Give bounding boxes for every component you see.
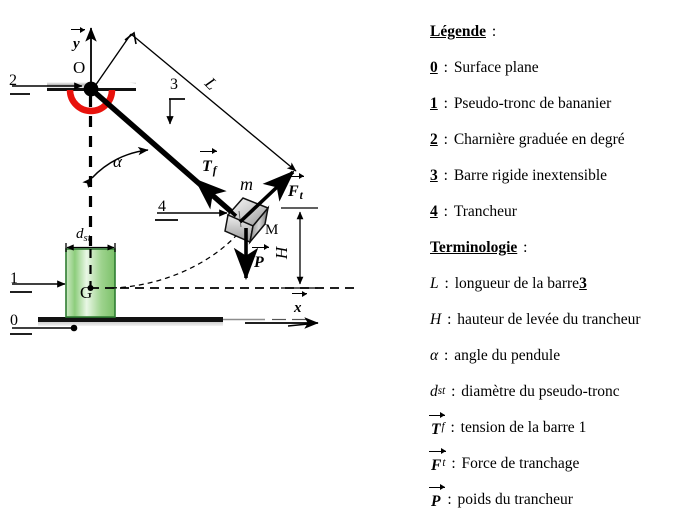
legend-item-3: 3 : Barre rigide inextensible	[430, 167, 608, 185]
callout-label-0: 0	[10, 312, 18, 329]
mechanism-diagram: y O x 2 3 4 1 0 L α dst G m M Tf Ft P H	[9, 26, 360, 335]
terminology-title: Terminologie :	[430, 239, 528, 257]
callout-0-leader	[10, 324, 78, 335]
term-row-alpha: α : angle du pendule	[430, 347, 561, 365]
origin-label: O	[73, 58, 86, 77]
trajectory-arc	[111, 227, 244, 289]
callout-label-2: 2	[9, 72, 17, 89]
point-m-label: M	[265, 222, 279, 238]
term-row-H: H : hauteur de levée du trancheur	[430, 311, 641, 329]
legend-item-2: 2 : Charnière graduée en degré	[430, 131, 625, 149]
cutting-force-arrow	[238, 170, 295, 224]
ground-surface	[38, 317, 306, 326]
term-row-L: L : longueur de la barre 3	[430, 275, 587, 293]
diameter-dimension	[65, 243, 116, 252]
angle-label: α	[113, 152, 122, 171]
protractor-arc	[66, 89, 116, 115]
figure-root: y O x 2 3 4 1 0 L α dst G m M Tf Ft P H	[9, 0, 684, 509]
callout-label-1: 1	[10, 270, 18, 287]
callout-label-3: 3	[170, 76, 178, 93]
point-g-marker	[87, 285, 94, 291]
legend-panel: Légende : 0 : Surface plane 1 : Pseudo-t…	[428, 0, 684, 509]
callout-label-4: 4	[158, 198, 166, 215]
mass-label: m	[240, 174, 253, 194]
cog-label: G	[80, 283, 93, 302]
y-axis-label: y	[71, 26, 85, 52]
term-row-P: P : poids du trancheur	[428, 484, 573, 510]
x-axis-label: x	[292, 290, 306, 316]
tension-force-arrow	[194, 178, 238, 218]
callout-2-leader	[10, 82, 83, 95]
height-dimension	[281, 207, 318, 289]
height-label: H	[272, 246, 292, 260]
force-label: Ft	[286, 173, 304, 203]
callout-3-leader	[166, 98, 185, 125]
diameter-label: dst	[76, 226, 91, 245]
legend-item-0: 0 : Surface plane	[430, 59, 539, 77]
length-dimension	[94, 31, 297, 172]
callout-4-leader	[155, 209, 228, 221]
weight-label: P	[252, 244, 269, 271]
diagram-canvas	[10, 27, 360, 335]
legend-title: Légende :	[430, 23, 497, 41]
callout-1-leader	[10, 280, 66, 293]
angle-arc	[82, 146, 149, 189]
tension-label: Tf	[200, 148, 217, 178]
legend-item-1: 1 : Pseudo-tronc de bananier	[430, 95, 612, 113]
legend-item-4: 4 : Trancheur	[430, 203, 517, 221]
